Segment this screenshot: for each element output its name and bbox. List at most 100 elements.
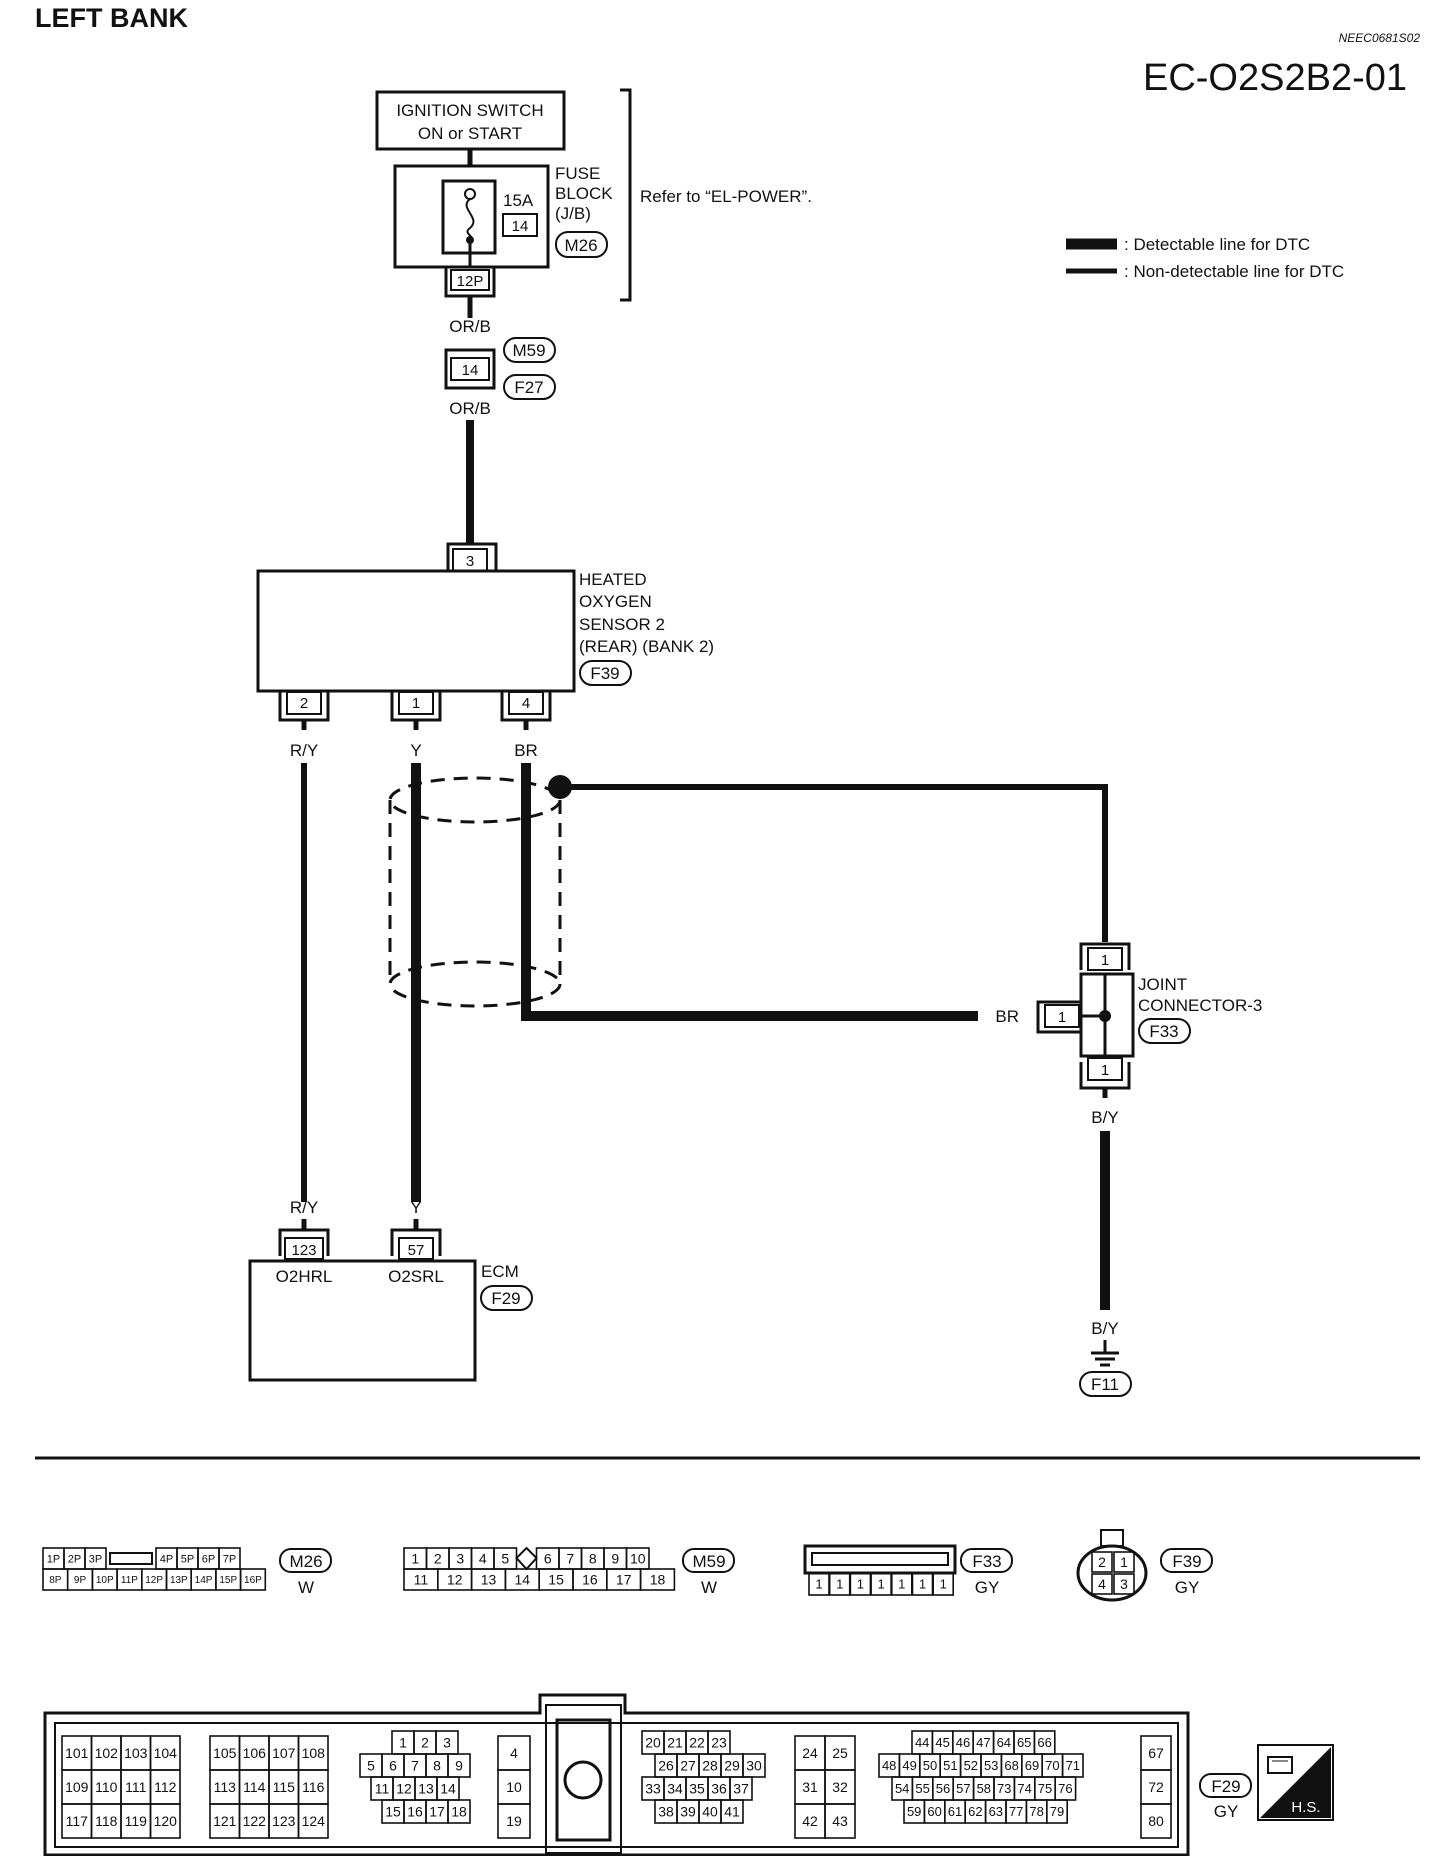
pin-cell	[447, 1799, 471, 1824]
pin-label: 3	[1120, 1576, 1128, 1592]
pin-label: 1	[836, 1577, 843, 1592]
pin-label: 119	[125, 1813, 148, 1829]
pin-label: 3	[443, 1735, 451, 1751]
pin-label: 2	[1098, 1554, 1106, 1570]
wire-color-br-joint: BR	[995, 1007, 1019, 1026]
ignition-switch-line1: IGNITION SWITCH	[396, 101, 543, 120]
heated-oxygen-sensor: 3 HEATED OXYGEN SENSOR 2 (REAR) (BANK 2)…	[256, 542, 714, 722]
pin-label: 72	[1148, 1779, 1164, 1795]
connector-f29-color: GY	[1214, 1802, 1239, 1821]
wire-color-ry-bottom: R/Y	[290, 1198, 318, 1217]
pin-label: 74	[1017, 1781, 1031, 1796]
wire-color-orb-top: OR/B	[449, 317, 491, 336]
pin-label: 8P	[49, 1575, 62, 1586]
pin-label: 64	[997, 1735, 1011, 1750]
pin-cell	[742, 1753, 766, 1778]
pin-label: 24	[802, 1745, 818, 1761]
joint-connector: 1 1 1 JOINT CONNECTOR-3 F33	[1036, 942, 1262, 1090]
connector-f39-name: F39	[1172, 1552, 1201, 1571]
pin-label: 13	[418, 1781, 434, 1797]
pin-label: 19	[506, 1813, 522, 1829]
pin-label: 9	[455, 1758, 463, 1774]
pin-label: 53	[984, 1758, 998, 1773]
pin-label: 8	[433, 1758, 441, 1774]
pin-label: 110	[95, 1779, 118, 1795]
pin-label: 44	[915, 1735, 929, 1750]
pin-label: 48	[882, 1758, 896, 1773]
pin-label: 14	[440, 1781, 456, 1797]
pin-cell	[239, 1568, 267, 1591]
pin-cell	[1140, 1803, 1172, 1839]
pin-label: 2P	[68, 1553, 81, 1565]
pin-label: 1	[940, 1577, 947, 1592]
ground-icon	[1091, 1340, 1119, 1367]
pin-label: 16	[582, 1572, 598, 1588]
pin-label: 124	[302, 1813, 326, 1829]
pin-label: 1	[877, 1577, 884, 1592]
pin-label: 5	[501, 1551, 509, 1567]
connector-f33-name: F33	[972, 1552, 1001, 1571]
pin-label: 112	[154, 1779, 177, 1795]
pin-label: 51	[943, 1758, 957, 1773]
pin-cell	[720, 1799, 744, 1824]
pin-label: 71	[1066, 1758, 1080, 1773]
sensor-pin-3: 3	[466, 553, 474, 570]
pin-label: 5P	[181, 1553, 194, 1565]
ecm: 123 57 O2HRL O2SRL ECM F29	[248, 1228, 533, 1382]
pin-label: 23	[711, 1735, 727, 1751]
pin-label: 30	[746, 1758, 762, 1774]
pin-label: 7P	[223, 1553, 236, 1565]
pin-label: 11P	[121, 1575, 138, 1586]
pin-label: 69	[1025, 1758, 1039, 1773]
pin-label: 6P	[202, 1553, 215, 1565]
pin-label: 62	[968, 1804, 982, 1819]
diagram-id: EC-O2S2B2-01	[1143, 57, 1407, 99]
pin-cell	[1046, 1799, 1069, 1824]
pin-label: 14	[515, 1572, 531, 1588]
legend-non-detectable: : Non-detectable line for DTC	[1124, 262, 1344, 281]
pin-label: 57	[956, 1781, 970, 1796]
pin-label: 22	[689, 1735, 705, 1751]
pin-label: 36	[711, 1781, 727, 1797]
pin-label: 12P	[145, 1575, 163, 1586]
pin-label: 107	[272, 1745, 296, 1761]
connector-m26-name: M26	[289, 1552, 322, 1571]
sensor-pin-1: 1	[412, 695, 420, 712]
sensor-connector: F39	[590, 664, 619, 683]
pin-label: 70	[1045, 1758, 1059, 1773]
pin-label: 4	[479, 1551, 487, 1567]
pin-label: 16	[407, 1804, 423, 1820]
pin-label: 55	[915, 1781, 929, 1796]
pin-label: 120	[154, 1813, 178, 1829]
connector-m59-name: M59	[692, 1552, 725, 1571]
pin-label: 29	[724, 1758, 740, 1774]
pin-label: 80	[1148, 1813, 1164, 1829]
pin-label: 9P	[74, 1575, 87, 1586]
pin-label: 104	[154, 1745, 178, 1761]
fuse-block: 15A 14 FUSE BLOCK (J/B) M26 12P	[393, 149, 613, 298]
wire-color-y-top: Y	[410, 741, 421, 760]
pin-label: 60	[927, 1804, 941, 1819]
pin-label: 43	[832, 1813, 848, 1829]
pin-label: 47	[976, 1735, 990, 1750]
pin-label: 61	[948, 1804, 962, 1819]
joint-connector-id: F33	[1149, 1022, 1178, 1041]
pin-label: 40	[702, 1804, 718, 1820]
reference-code: NEEC0681S02	[1339, 31, 1421, 45]
pin-label: 122	[243, 1813, 267, 1829]
pin-label: 4P	[160, 1553, 173, 1565]
pin-label: 108	[302, 1745, 326, 1761]
pin-label: 68	[1004, 1758, 1018, 1773]
pin-label: 52	[964, 1758, 978, 1773]
pin-label: 35	[689, 1781, 705, 1797]
connector-m59: M59	[512, 341, 545, 360]
wire-br	[521, 763, 978, 1021]
pin-label: 59	[907, 1804, 921, 1819]
pin-label: 101	[65, 1745, 89, 1761]
pin-label: 77	[1009, 1804, 1023, 1819]
pin-label: 16P	[244, 1575, 262, 1586]
pin-label: 33	[645, 1781, 661, 1797]
pin-label: 10	[630, 1551, 646, 1567]
